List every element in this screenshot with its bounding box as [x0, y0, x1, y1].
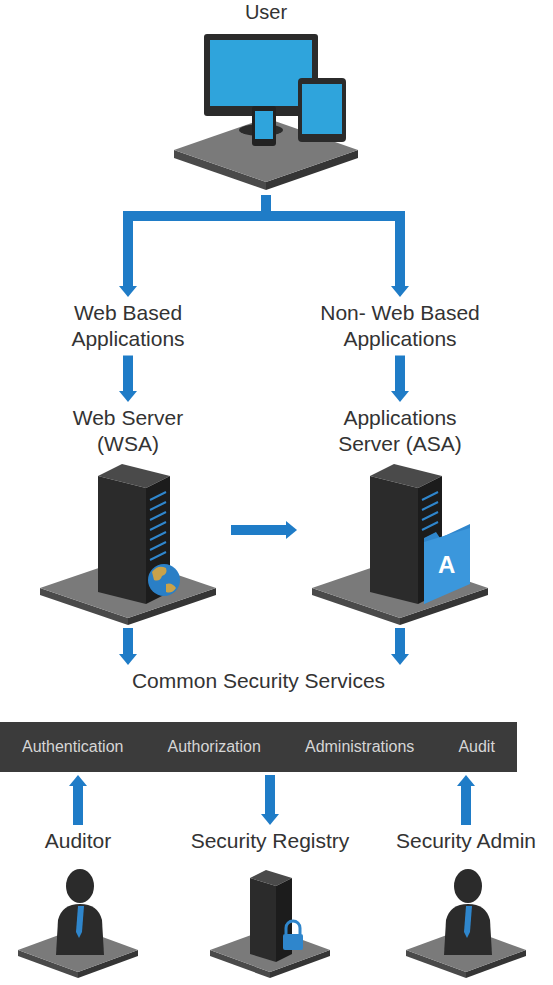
node-label: Web Based Applications	[41, 300, 216, 353]
actor-node: Auditor	[13, 828, 143, 980]
node-label: Security Registry	[181, 828, 359, 854]
arrow-head	[391, 654, 409, 665]
arrow-head	[261, 814, 279, 825]
connector	[69, 775, 87, 825]
server-node: Applications Server (ASA)	[300, 405, 500, 625]
actor-node: Security Admin	[386, 828, 546, 980]
security-admin-figure	[406, 869, 526, 978]
user-node: User	[176, 0, 356, 192]
server-node: Web Server (WSA)	[28, 405, 228, 625]
service-item: Authentication	[22, 737, 123, 756]
connector-line	[123, 356, 133, 393]
folder-letter: A	[438, 553, 455, 577]
connector-line	[395, 356, 405, 393]
connector-line	[128, 195, 266, 287]
connector-line	[123, 628, 133, 655]
arrow-head	[391, 391, 409, 402]
connector-line	[395, 628, 405, 655]
application-group-label: Web Based Applications	[38, 300, 218, 353]
arrow-head	[119, 654, 137, 665]
node-label: Non- Web Based Applications	[300, 300, 500, 353]
arrow-head	[119, 286, 137, 297]
connector	[261, 775, 279, 825]
connector	[119, 195, 266, 297]
arrow-head	[119, 391, 137, 402]
node-label: Web Server (WSA)	[53, 405, 203, 458]
connector-line	[231, 525, 287, 535]
connector	[231, 521, 297, 539]
connector-line	[265, 775, 275, 815]
service-item: Authorization	[168, 737, 261, 756]
connector	[119, 356, 137, 403]
arrow-head	[457, 775, 475, 786]
connector-line	[461, 785, 471, 825]
connector-line	[266, 195, 400, 287]
connector	[119, 628, 137, 665]
security-registry-icon	[210, 870, 330, 978]
application-server-icon	[312, 464, 488, 625]
service-item: Administrations	[305, 737, 414, 756]
connector	[391, 628, 409, 665]
arrow-head	[391, 286, 409, 297]
arrow-head	[69, 775, 87, 786]
node-label: Applications Server (ASA)	[325, 405, 475, 458]
connector	[266, 195, 409, 297]
node-label: Security Admin	[387, 828, 545, 854]
connector	[391, 356, 409, 403]
web-server-icon	[40, 464, 216, 625]
user-devices-icon	[174, 34, 358, 190]
auditor-figure	[18, 869, 138, 978]
band-heading: Common Security Services	[59, 668, 459, 694]
connector-line	[73, 785, 83, 825]
node-label: User	[181, 0, 351, 25]
connector	[457, 775, 475, 825]
arrow-head	[286, 521, 297, 539]
security-services-band: Authentication Authorization Administratio…	[0, 668, 517, 772]
node-label: Auditor	[16, 828, 141, 854]
registry-node: Security Registry	[180, 828, 360, 980]
security-band: Authentication Authorization Administratio…	[0, 722, 517, 772]
application-group-label: Non- Web Based Applications	[295, 300, 505, 353]
service-item: Audit	[458, 737, 494, 756]
